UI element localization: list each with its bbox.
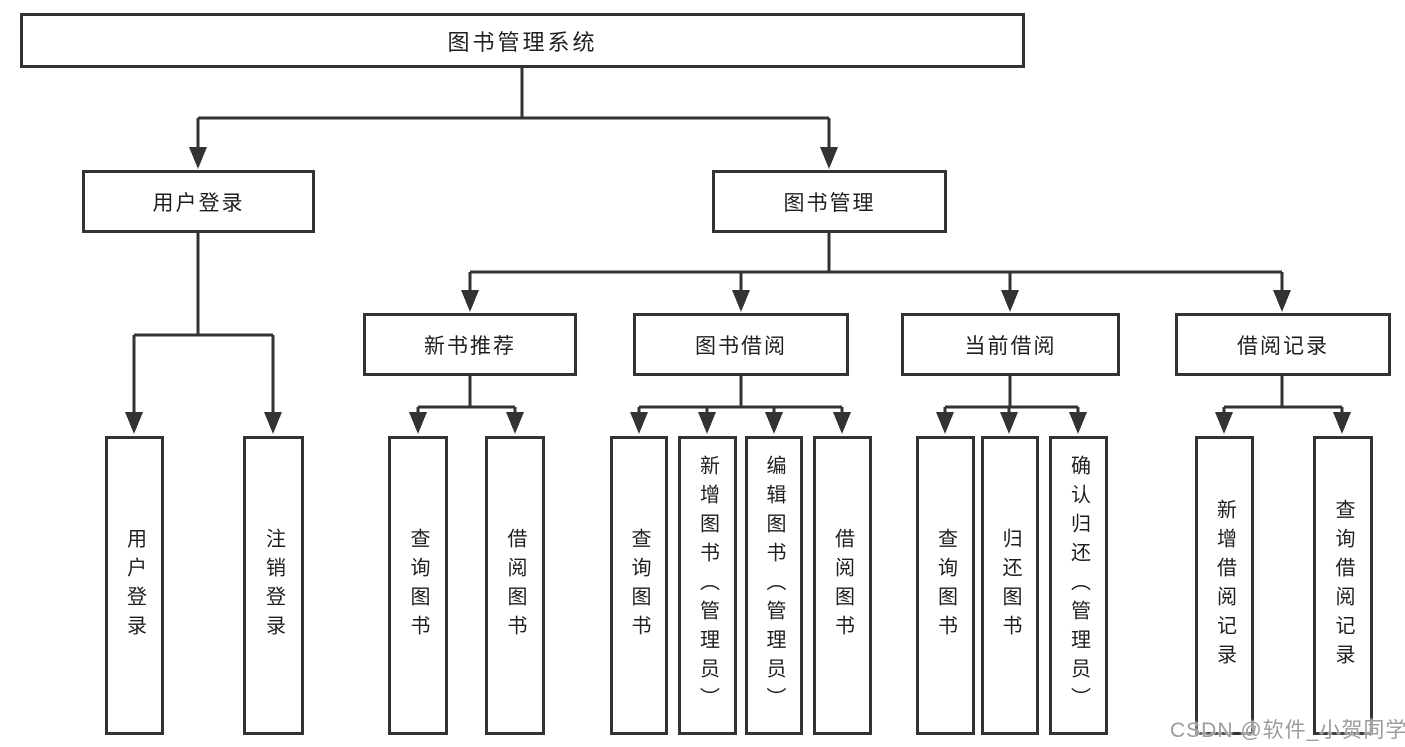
arrowhead [820, 147, 838, 169]
node-leaf-query-books-recommend: 查询图书 [388, 436, 448, 735]
node-book-borrowing: 图书借阅 [633, 313, 849, 376]
node-leaf-query-books-borrowing-label: 查询图书 [628, 527, 650, 644]
node-leaf-add-borrow-record-label: 新增借阅记录 [1213, 498, 1236, 673]
arrowhead [1069, 412, 1087, 434]
node-borrowing-records: 借阅记录 [1175, 313, 1391, 376]
arrowhead [732, 290, 750, 312]
arrowhead [1000, 412, 1018, 434]
node-leaf-borrow-books-borrowing-label: 借阅图书 [831, 527, 854, 644]
node-leaf-return-book: 归还图书 [981, 436, 1039, 735]
node-leaf-logout: 注销登录 [243, 436, 304, 735]
arrowheads [125, 147, 1351, 434]
arrowhead [1273, 290, 1291, 312]
node-leaf-borrow-books-recommend-label: 借阅图书 [504, 527, 526, 644]
node-leaf-add-book-admin: 新增图书（管理员） [678, 436, 737, 735]
node-leaf-user-login: 用户登录 [105, 436, 164, 735]
arrowhead [1333, 412, 1351, 434]
node-leaf-user-login-label: 用户登录 [123, 527, 146, 644]
node-leaf-borrow-books-borrowing: 借阅图书 [813, 436, 872, 735]
arrowhead [698, 412, 716, 434]
node-borrowing-records-label: 借阅记录 [1237, 334, 1329, 358]
arrowhead [936, 412, 954, 434]
node-leaf-query-borrow-record: 查询借阅记录 [1313, 436, 1373, 735]
arrowhead [264, 412, 282, 434]
arrowhead [461, 290, 479, 312]
node-leaf-borrow-books-recommend: 借阅图书 [485, 436, 545, 735]
node-leaf-return-book-label: 归还图书 [999, 527, 1021, 644]
arrowhead [765, 412, 783, 434]
node-leaf-confirm-return-admin: 确认归还（管理员） [1049, 436, 1108, 735]
node-leaf-edit-book-admin: 编辑图书（管理员） [745, 436, 803, 735]
node-leaf-query-books-borrowing: 查询图书 [610, 436, 668, 735]
arrowhead [506, 412, 524, 434]
node-leaf-edit-book-admin-label: 编辑图书（管理员） [763, 455, 785, 716]
arrowhead [409, 412, 427, 434]
arrowhead [630, 412, 648, 434]
arrowhead [1215, 412, 1233, 434]
node-new-book-recommend: 新书推荐 [363, 313, 577, 376]
arrowhead [1001, 290, 1019, 312]
node-current-borrowing-label: 当前借阅 [964, 334, 1057, 358]
node-leaf-add-book-admin-label: 新增图书（管理员） [696, 455, 719, 716]
node-new-book-recommend-label: 新书推荐 [424, 334, 516, 358]
arrowhead [833, 412, 851, 434]
node-leaf-confirm-return-admin-label: 确认归还（管理员） [1067, 455, 1090, 716]
node-leaf-query-books-current: 查询图书 [916, 436, 975, 735]
node-leaf-query-borrow-record-label: 查询借阅记录 [1332, 498, 1354, 673]
node-current-borrowing: 当前借阅 [901, 313, 1120, 376]
node-book-management-label: 图书管理 [783, 191, 876, 215]
node-book-borrowing-label: 图书借阅 [695, 334, 787, 358]
node-leaf-query-books-recommend-label: 查询图书 [407, 527, 429, 644]
node-user-login-label: 用户登录 [152, 191, 245, 215]
node-user-login: 用户登录 [82, 170, 315, 233]
node-root: 图书管理系统 [20, 13, 1025, 68]
arrowhead [189, 147, 207, 169]
node-leaf-query-books-current-label: 查询图书 [934, 527, 957, 644]
node-book-management: 图书管理 [712, 170, 947, 233]
node-leaf-add-borrow-record: 新增借阅记录 [1195, 436, 1254, 735]
node-leaf-logout-label: 注销登录 [262, 527, 285, 644]
node-root-label: 图书管理系统 [447, 29, 598, 55]
arrowhead [125, 412, 143, 434]
csdn-watermark: CSDN @软件_小贺同学 [1170, 719, 1405, 742]
